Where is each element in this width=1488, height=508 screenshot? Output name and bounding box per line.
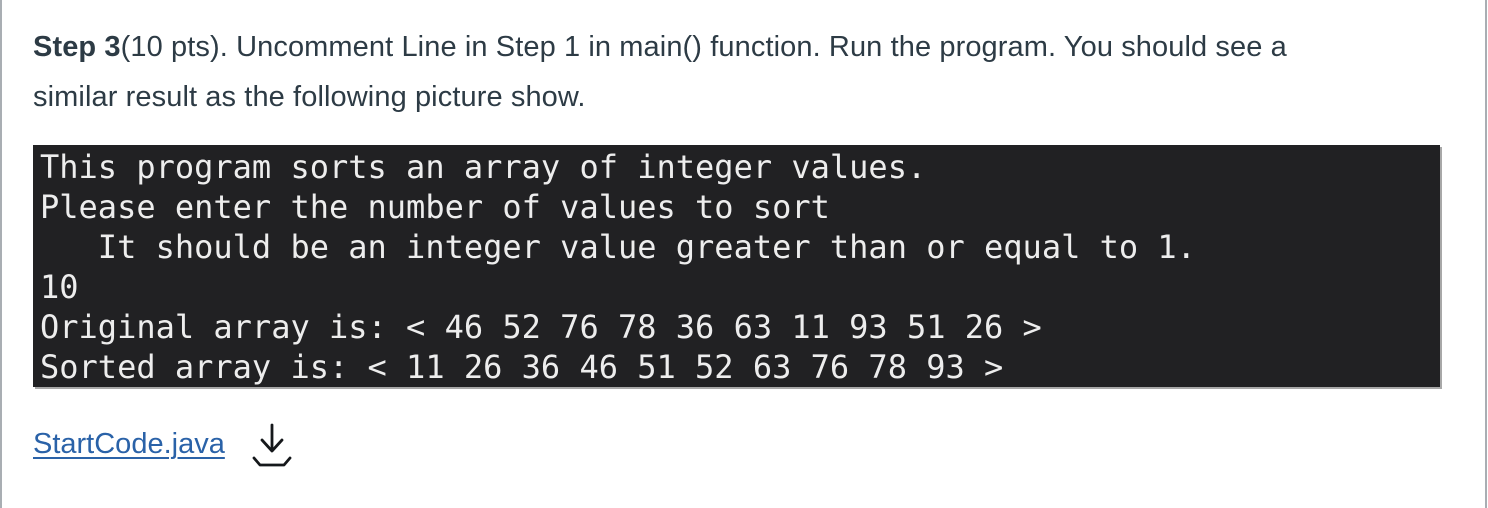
terminal-line: It should be an integer value greater th…	[40, 228, 1196, 266]
attachment-row: StartCode.java	[33, 422, 225, 474]
download-icon[interactable]	[246, 418, 298, 472]
terminal-line: Original array is: < 46 52 76 78 36 63 1…	[40, 308, 1042, 346]
step-label: Step 3	[33, 31, 121, 63]
terminal-output-screenshot: This program sorts an array of integer v…	[33, 145, 1440, 387]
terminal-line: 10	[40, 268, 79, 306]
attachment-link[interactable]: StartCode.java	[33, 428, 225, 460]
instruction-line-1: Step 3(10 pts). Uncomment Line in Step 1…	[33, 22, 1453, 72]
instruction-line-2: similar result as the following picture …	[33, 72, 1453, 122]
terminal-line: This program sorts an array of integer v…	[40, 148, 927, 186]
instruction-line-1-text: (10 pts). Uncomment Line in Step 1 in ma…	[120, 31, 1287, 63]
terminal-line: Sorted array is: < 11 26 36 46 51 52 63 …	[40, 348, 1004, 386]
content-left-border	[0, 0, 2, 508]
content-right-border	[1485, 0, 1487, 508]
instruction-line-2-text: similar result as the following picture …	[33, 81, 586, 113]
terminal-line: Please enter the number of values to sor…	[40, 188, 830, 226]
instruction-paragraph: Step 3(10 pts). Uncomment Line in Step 1…	[33, 22, 1453, 122]
